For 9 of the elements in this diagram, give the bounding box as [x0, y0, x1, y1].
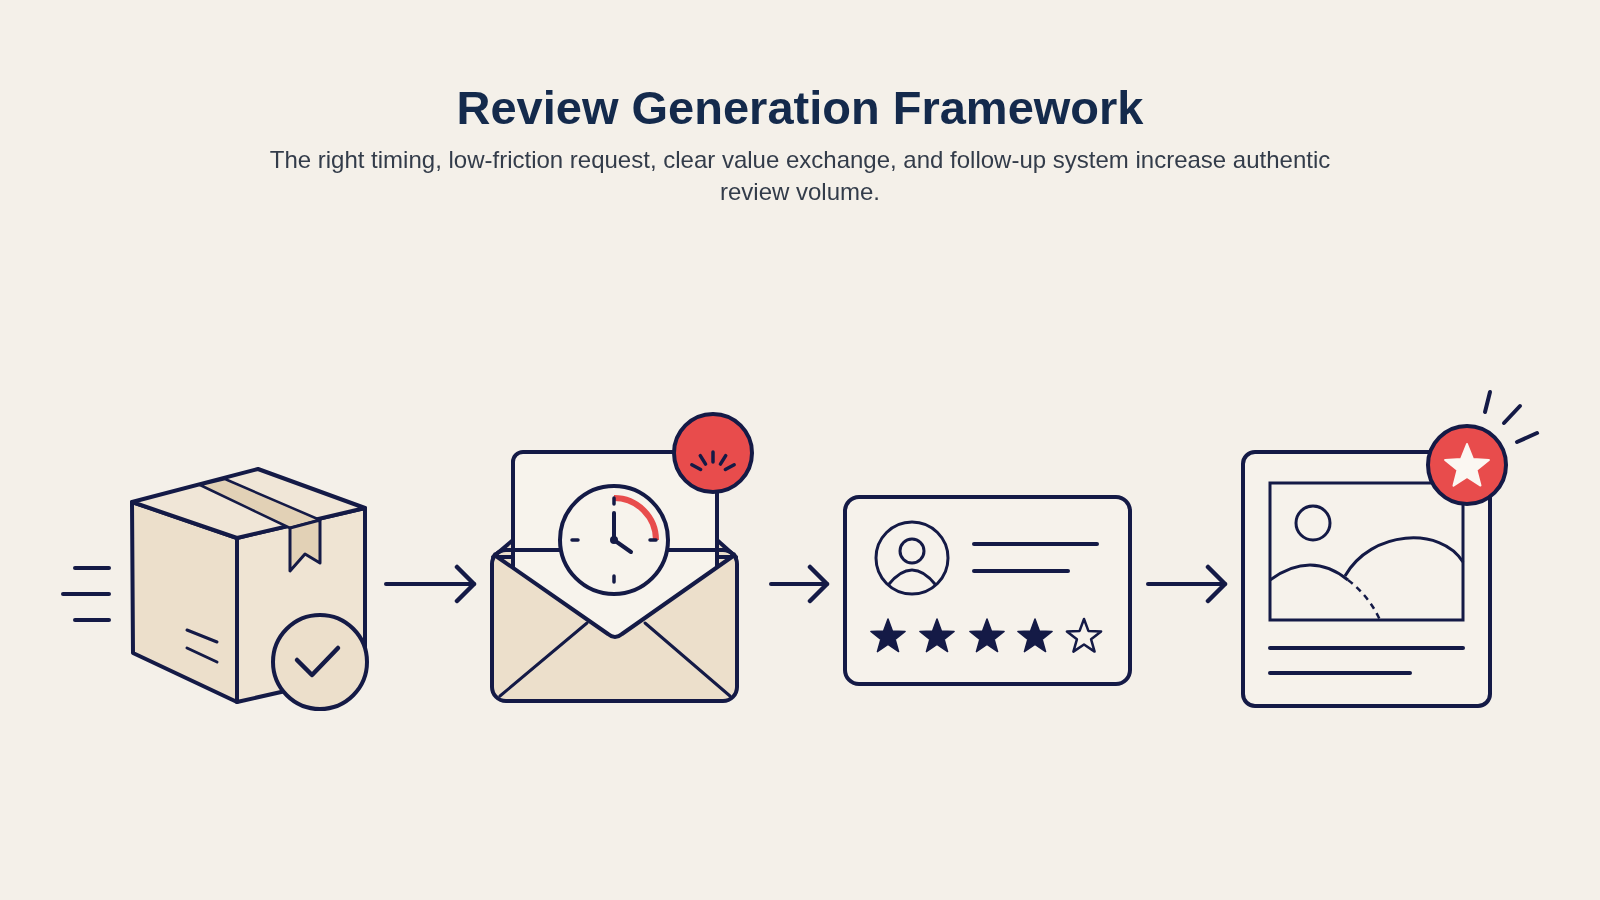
photo-post-drawing — [1241, 390, 1539, 708]
arrow — [769, 564, 830, 604]
arrow — [384, 564, 477, 604]
arrow — [1146, 564, 1228, 604]
review-card-drawing — [843, 495, 1132, 686]
subtitle: The right timing, low-friction request, clear value exchange, and follow-up system increase authentic review volume. — [268, 145, 1332, 207]
package-drawing — [61, 465, 370, 712]
title: Review Generation Framework — [455, 80, 1145, 136]
email-drawing — [490, 412, 755, 704]
